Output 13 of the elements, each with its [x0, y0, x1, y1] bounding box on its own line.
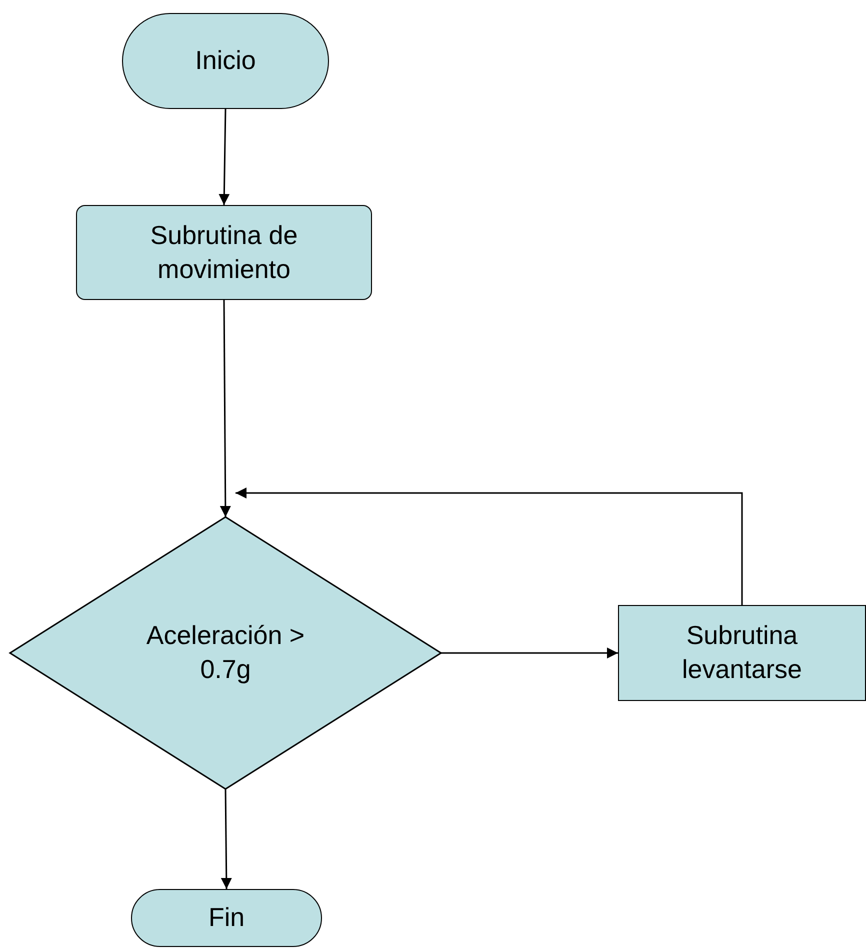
node-label: Subrutina levantarse — [681, 619, 803, 686]
arrow — [220, 789, 232, 889]
node-label: Aceleración > 0.7g — [145, 619, 306, 686]
process-box — [76, 205, 372, 300]
arrow — [218, 108, 230, 206]
arrow — [236, 488, 743, 605]
node-label: Inicio — [194, 44, 257, 78]
arrow — [441, 648, 618, 658]
node-label: Subrutina de movimiento — [149, 218, 299, 286]
decision-diamond — [10, 517, 441, 789]
process-box — [618, 605, 866, 701]
node-label: Fin — [207, 901, 246, 934]
arrow — [220, 300, 231, 517]
